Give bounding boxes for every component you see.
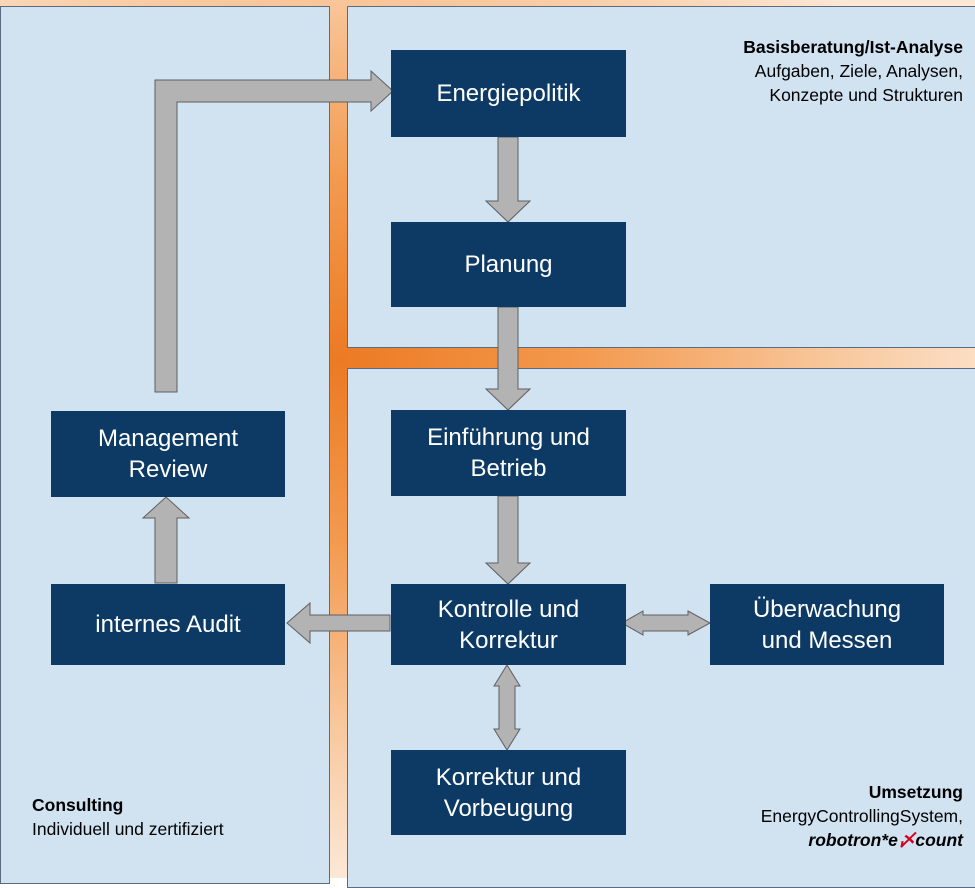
basisberatung-title: Basisberatung/Ist-Analyse xyxy=(743,37,963,57)
consulting-label: Consulting Individuell und zertifiziert xyxy=(32,793,224,841)
node-management-review[interactable]: Management Review xyxy=(51,411,285,497)
consulting-title: Consulting xyxy=(32,795,124,815)
node-internes-audit[interactable]: internes Audit xyxy=(51,584,285,665)
arrow-planung-einfuehrung xyxy=(484,306,532,411)
brand-part-b: count xyxy=(915,830,963,850)
brand-part-a: robotron*e xyxy=(808,830,898,850)
node-korrektur-vorbeugung[interactable]: Korrektur und Vorbeugung xyxy=(391,750,626,835)
basisberatung-line1: Aufgaben, Ziele, Analysen, xyxy=(754,61,963,81)
node-energiepolitik[interactable]: Energiepolitik xyxy=(391,50,626,137)
arrow-einfuehrung-kontrolle xyxy=(484,495,532,585)
arrow-kontrolle-audit xyxy=(286,601,391,645)
brand-name: robotron*e〆count xyxy=(808,830,963,850)
node-kontrolle-korrektur[interactable]: Kontrolle und Korrektur xyxy=(391,584,626,665)
umsetzung-title: Umsetzung xyxy=(868,782,963,802)
basisberatung-label: Basisberatung/Ist-Analyse Aufgaben, Ziel… xyxy=(743,35,963,107)
arrow-energiepolitik-planung xyxy=(484,136,532,223)
umsetzung-line1: EnergyControllingSystem, xyxy=(760,806,963,826)
arrow-audit-review xyxy=(141,496,191,584)
umsetzung-label: Umsetzung EnergyControllingSystem, robot… xyxy=(761,780,963,852)
arrow-kontrolle-korrektur xyxy=(493,664,521,751)
node-planung[interactable]: Planung xyxy=(391,222,626,307)
arrow-review-energiepolitik xyxy=(154,69,394,393)
node-einfuehrung-betrieb[interactable]: Einführung und Betrieb xyxy=(391,410,626,496)
consulting-line1: Individuell und zertifiziert xyxy=(32,819,224,839)
arrow-kontrolle-ueberwachung xyxy=(620,610,712,636)
brand-energy-mark: 〆 xyxy=(897,830,916,850)
node-ueberwachung-messen[interactable]: Überwachung und Messen xyxy=(710,584,944,665)
basisberatung-line2: Konzepte und Strukturen xyxy=(769,85,963,105)
